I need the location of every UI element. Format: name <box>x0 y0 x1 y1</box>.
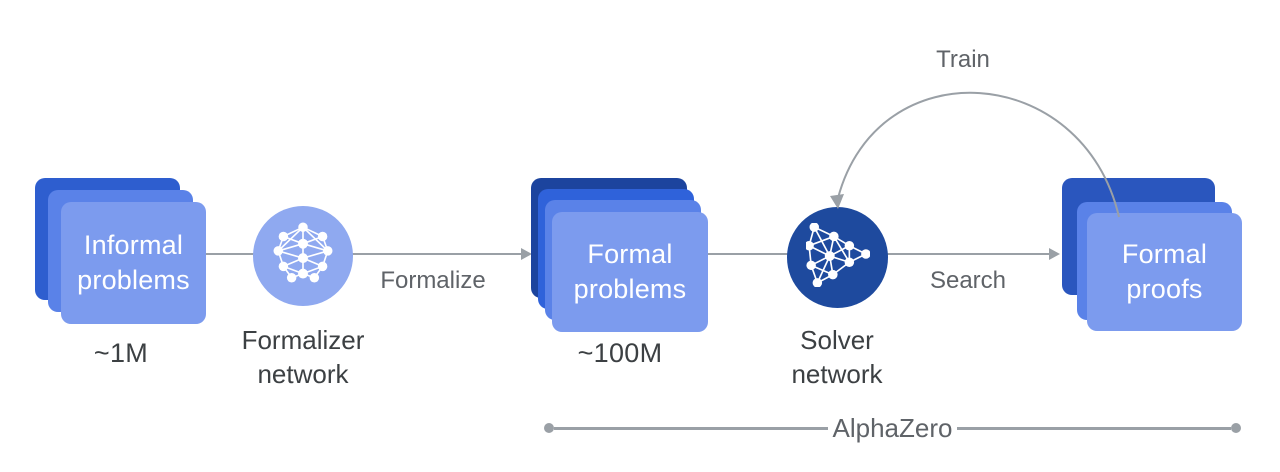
informal-problems-label: Informal problems <box>77 230 190 295</box>
stage-solver-network <box>787 207 888 308</box>
formalizer-network-label: Formalizer network <box>241 325 365 390</box>
search-arrow-label: Search <box>929 267 1007 294</box>
stage-formal-problems: Formal problems <box>531 178 709 333</box>
neural-network-icon <box>270 221 336 291</box>
formal-proofs-label: Formal proofs <box>1121 239 1208 304</box>
stage-formal-proofs: Formal proofs <box>1062 178 1242 331</box>
connector-formalize-line <box>206 253 524 255</box>
bracket-right-line <box>957 426 1231 430</box>
stage-informal-problems: Informal problems <box>35 178 207 325</box>
card-front: Formal proofs <box>1087 213 1242 331</box>
connector-formalize-arrowhead-icon <box>521 248 532 260</box>
alphazero-bracket: AlphaZero <box>544 413 1241 443</box>
formalize-arrow-label: Formalize <box>380 267 486 294</box>
stage-formalizer-network <box>253 206 353 306</box>
card-front: Informal problems <box>61 202 206 324</box>
formal-problems-count: ~100M <box>577 338 663 368</box>
connector-search-arrowhead-icon <box>1049 248 1060 260</box>
informal-problems-count: ~1M <box>93 338 149 368</box>
bracket-right-dot-icon <box>1231 423 1241 433</box>
bracket-left-line <box>554 426 828 430</box>
formal-problems-label: Formal problems <box>573 239 687 304</box>
train-arrow-label: Train <box>936 46 990 73</box>
card-front: Formal problems <box>552 212 708 332</box>
bracket-left-dot-icon <box>544 423 554 433</box>
solver-network-label: Solver network <box>791 325 883 390</box>
alphazero-label: AlphaZero <box>832 413 953 443</box>
neural-network-icon <box>803 222 871 292</box>
